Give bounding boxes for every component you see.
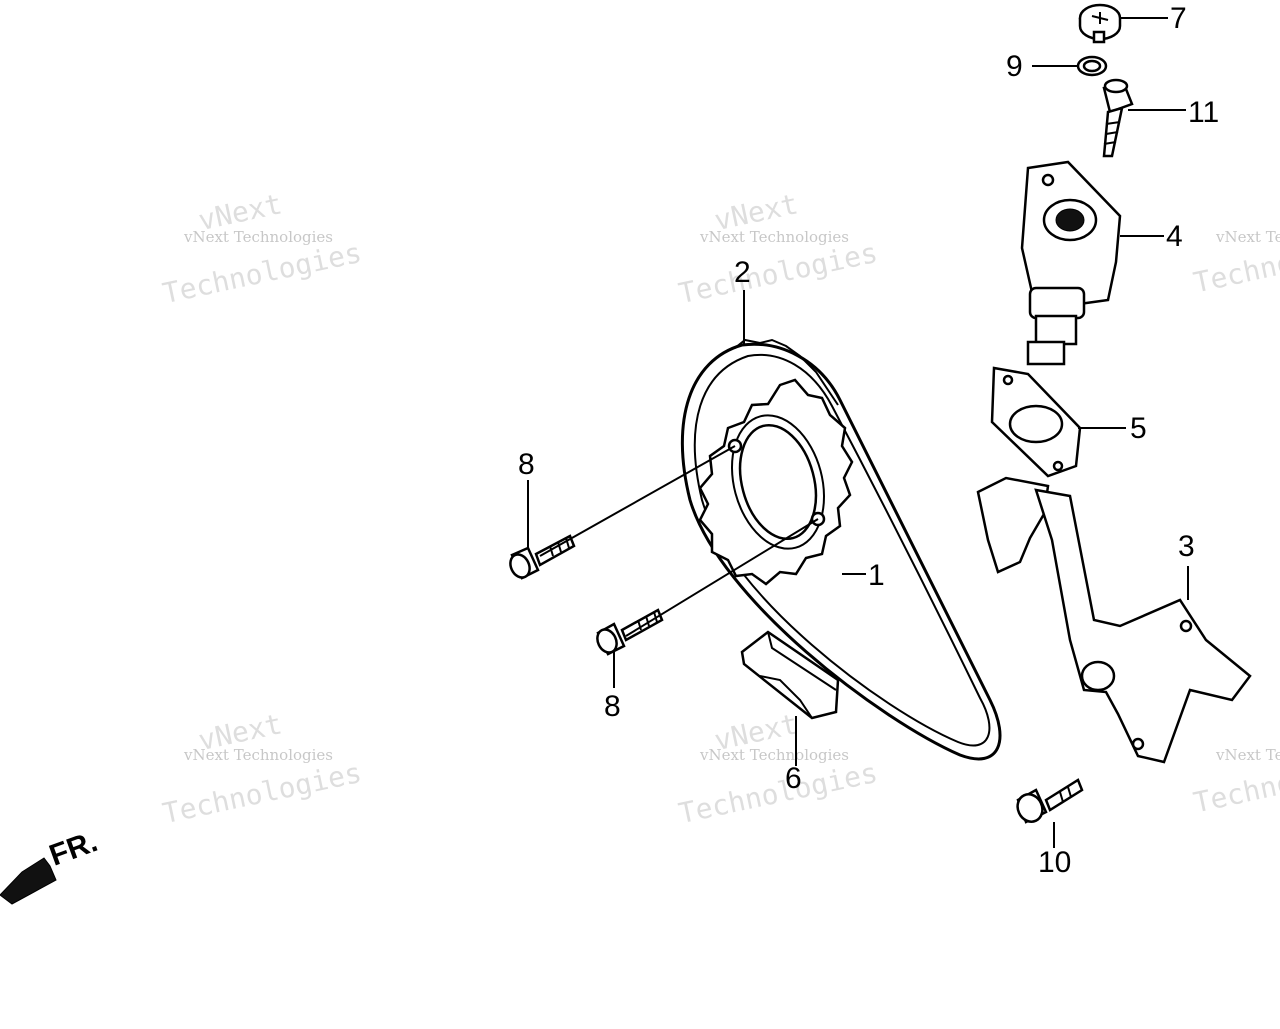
tensioner-lifter — [1020, 160, 1122, 366]
svg-text:Technologies: Technologies — [676, 756, 881, 830]
tensioner-bolt — [1102, 78, 1134, 158]
arm-bolt — [1016, 778, 1084, 824]
callout-8-lower: 8 — [604, 690, 621, 723]
svg-text:FR.: FR. — [45, 825, 102, 873]
svg-text:vNext Technologies: vNext Technologies — [699, 746, 849, 764]
callout-9: 9 — [1006, 50, 1023, 83]
sealing-bolt — [1078, 3, 1122, 44]
watermark-4: vNext vNext Technologies Technologies — [160, 707, 365, 830]
tensioner-arm — [976, 476, 1252, 764]
watermark-6: vNext Technologies Technologies — [1191, 745, 1280, 819]
watermark-3: vNext Technologies Technologies — [1191, 225, 1280, 299]
watermark-1: vNext vNext Technologies Technologies — [160, 187, 365, 310]
cam-sprocket — [698, 378, 854, 586]
callout-10: 10 — [1038, 846, 1071, 879]
svg-text:Technologies: Technologies — [160, 236, 365, 310]
watermark-2: vNext vNext Technologies Technologies — [676, 187, 881, 310]
svg-text:Technologies: Technologies — [160, 756, 365, 830]
callout-4: 4 — [1166, 220, 1183, 253]
callout-8-upper: 8 — [518, 448, 535, 481]
svg-text:vNext Technologies: vNext Technologies — [699, 228, 849, 246]
callout-6: 6 — [785, 762, 802, 795]
callout-5: 5 — [1130, 412, 1147, 445]
svg-text:vNext Technologies: vNext Technologies — [183, 228, 333, 246]
sealing-washer — [1076, 55, 1108, 77]
front-arrow-icon — [0, 857, 57, 905]
tensioner-gasket — [990, 366, 1082, 478]
front-direction-marker: FR. — [0, 825, 102, 905]
sprocket-bolt-lower — [596, 608, 664, 656]
svg-text:vNext Technologies: vNext Technologies — [183, 746, 333, 764]
svg-text:vNext Technologies: vNext Technologies — [1215, 746, 1280, 764]
svg-text:Technologies: Technologies — [676, 236, 881, 310]
chain-guide — [740, 630, 840, 720]
callout-11: 11 — [1188, 96, 1219, 129]
watermark-5: vNext vNext Technologies Technologies — [676, 707, 881, 830]
callout-2: 2 — [734, 256, 751, 289]
callout-7: 7 — [1170, 2, 1187, 35]
cam-chain — [680, 338, 1002, 761]
svg-text:vNext Technologies: vNext Technologies — [1215, 228, 1280, 246]
leader-lines — [527, 17, 1189, 848]
callout-1: 1 — [868, 559, 885, 592]
callout-3: 3 — [1178, 530, 1195, 563]
